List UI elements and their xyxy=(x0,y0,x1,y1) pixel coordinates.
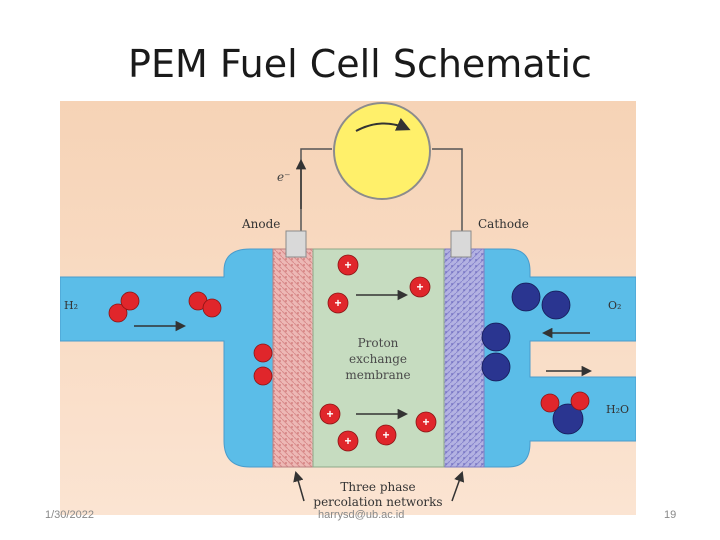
anode-interface-pointer xyxy=(293,470,305,502)
water-hydrogen-atom xyxy=(570,391,590,411)
proton xyxy=(327,292,349,314)
slide-title: PEM Fuel Cell Schematic xyxy=(128,42,592,86)
water-hydrogen-atom xyxy=(540,393,560,413)
water-oxygen-atom xyxy=(552,403,584,435)
three-phase-label-line-2: percolation networks xyxy=(313,495,442,509)
membrane-label-line-2: exchange xyxy=(349,352,407,366)
footer-date: 1/30/2022 xyxy=(45,509,94,521)
proton xyxy=(409,276,431,298)
h2-inlet-label: H₂ xyxy=(64,299,78,312)
h2o-outlet-label: H₂O xyxy=(606,403,629,416)
anode-label: Anode xyxy=(241,217,280,231)
hydrogen-molecules xyxy=(108,291,273,386)
hydrogen-atom xyxy=(253,366,273,386)
load-current-arrow xyxy=(355,117,411,132)
oxygen-atom xyxy=(511,282,541,312)
pem-fuel-cell-diagram: e⁻ Anode Cathode H₂ O₂ H₂O xyxy=(60,101,636,515)
proton-sign: + xyxy=(344,434,351,448)
cathode-terminal xyxy=(450,230,472,258)
proton-sign: + xyxy=(422,415,429,429)
oxygen-atom xyxy=(481,352,511,382)
three-phase-label-line-1: Three phase xyxy=(340,480,415,494)
proton xyxy=(337,254,359,276)
proton-sign: + xyxy=(416,280,423,294)
cathode-label: Cathode xyxy=(478,217,529,231)
oxygen-molecules xyxy=(481,282,571,382)
proton xyxy=(375,424,397,446)
electron-label: e⁻ xyxy=(277,170,290,184)
protons: + + + + + + + xyxy=(319,254,437,452)
cathode-catalyst-layer xyxy=(443,248,485,468)
proton xyxy=(415,411,437,433)
membrane-label-line-1: Proton xyxy=(358,336,399,350)
hydrogen-atom xyxy=(202,298,222,318)
load-bulb xyxy=(333,102,431,200)
hydrogen-atom xyxy=(108,303,128,323)
cathode-interface-pointer xyxy=(451,471,465,502)
proton xyxy=(337,430,359,452)
oxygen-atom xyxy=(541,290,571,320)
hydrogen-atom xyxy=(253,343,273,363)
proton xyxy=(319,403,341,425)
membrane-label-line-3: membrane xyxy=(345,368,410,382)
o2-inlet-label: O₂ xyxy=(608,299,621,312)
footer-email: harrysd@ub.ac.id xyxy=(318,509,405,521)
hydrogen-atom xyxy=(120,291,140,311)
anode-terminal xyxy=(285,230,307,258)
oxygen-atom xyxy=(481,322,511,352)
proton-sign: + xyxy=(334,296,341,310)
slide-number: 19 xyxy=(664,509,677,521)
anode-catalyst-layer xyxy=(272,248,314,468)
proton-sign: + xyxy=(382,428,389,442)
water-molecule xyxy=(540,391,590,435)
proton-sign: + xyxy=(344,258,351,272)
proton-sign: + xyxy=(326,407,333,421)
